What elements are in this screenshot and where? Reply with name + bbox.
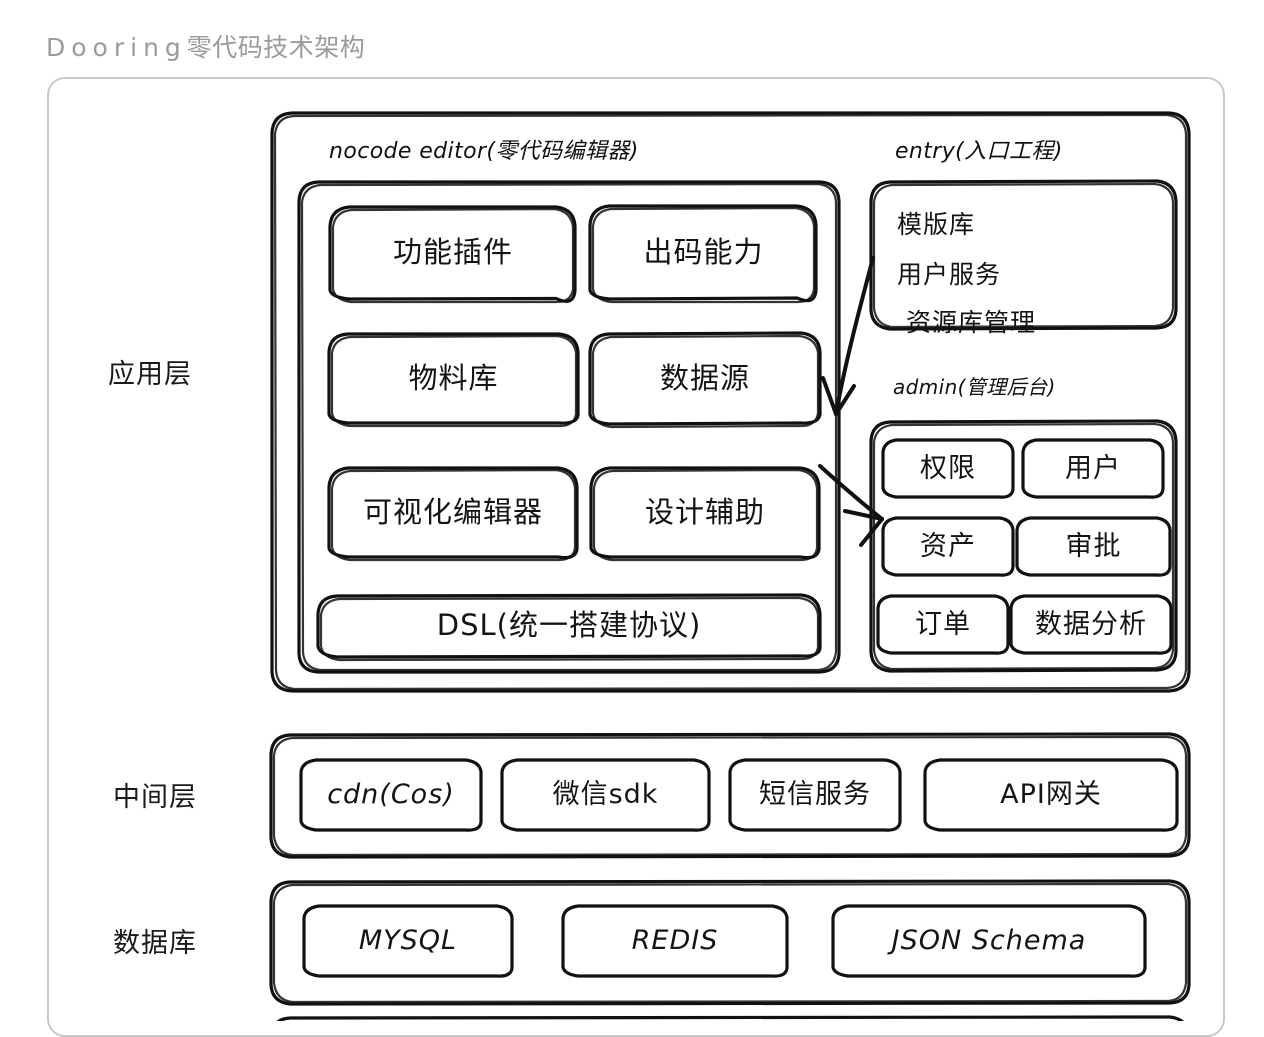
leaf-sheji-fuzhu[interactable]: 设计辅助 — [644, 494, 765, 529]
entry-item-yonghu-fuwu[interactable]: 用户服务 — [897, 260, 1002, 289]
page-title-cjk: 零代码技术架构 — [186, 33, 366, 62]
layer-label-database: 数据库 — [113, 928, 197, 959]
admin-item-yonghu[interactable]: 用户 — [1065, 452, 1121, 484]
database-item-json-schema[interactable]: JSON Schema — [891, 925, 1087, 957]
leaf-shujuyuan[interactable]: 数据源 — [659, 360, 750, 395]
admin-item-zichan[interactable]: 资产 — [920, 530, 976, 562]
layer-label-application: 应用层 — [108, 359, 192, 390]
database-item-mysql[interactable]: MYSQL — [358, 925, 458, 957]
caption-admin: admin(管理后台) — [893, 375, 1056, 399]
leaf-dsl[interactable]: DSL(统一搭建协议) — [436, 608, 702, 643]
entry-item-moban-ku[interactable]: 模版库 — [897, 210, 976, 239]
database-item-redis[interactable]: REDIS — [631, 925, 719, 957]
leaf-gongneng-chajian[interactable]: 功能插件 — [392, 235, 513, 270]
middleware-item-sms[interactable]: 短信服务 — [759, 779, 871, 811]
leaf-keshihua-bianjiqi[interactable]: 可视化编辑器 — [362, 494, 543, 529]
middleware-item-api-gateway[interactable]: API网关 — [1000, 779, 1102, 811]
page-title: Dooring零代码技术架构 — [46, 28, 365, 64]
middleware-item-cdn[interactable]: cdn(Cos) — [327, 779, 455, 811]
admin-item-shenpi[interactable]: 审批 — [1065, 530, 1122, 562]
admin-item-dingdan[interactable]: 订单 — [915, 608, 971, 640]
leaf-chuma-nengli[interactable]: 出码能力 — [643, 234, 764, 269]
middleware-item-wechat-sdk[interactable]: 微信sdk — [552, 779, 659, 811]
caption-nocode-editor: nocode editor(零代码编辑器) — [329, 139, 639, 164]
admin-item-shuju-fenxi[interactable]: 数据分析 — [1035, 608, 1147, 640]
entry-item-ziyuanku-guanli[interactable]: 资源库管理 — [906, 308, 1037, 337]
caption-entry: entry(入口工程) — [895, 139, 1063, 164]
admin-item-quanxian[interactable]: 权限 — [920, 452, 976, 484]
layer-label-middleware: 中间层 — [113, 782, 197, 813]
leaf-wuliaoku[interactable]: 物料库 — [408, 360, 499, 395]
page-title-latin: Dooring — [46, 33, 187, 62]
